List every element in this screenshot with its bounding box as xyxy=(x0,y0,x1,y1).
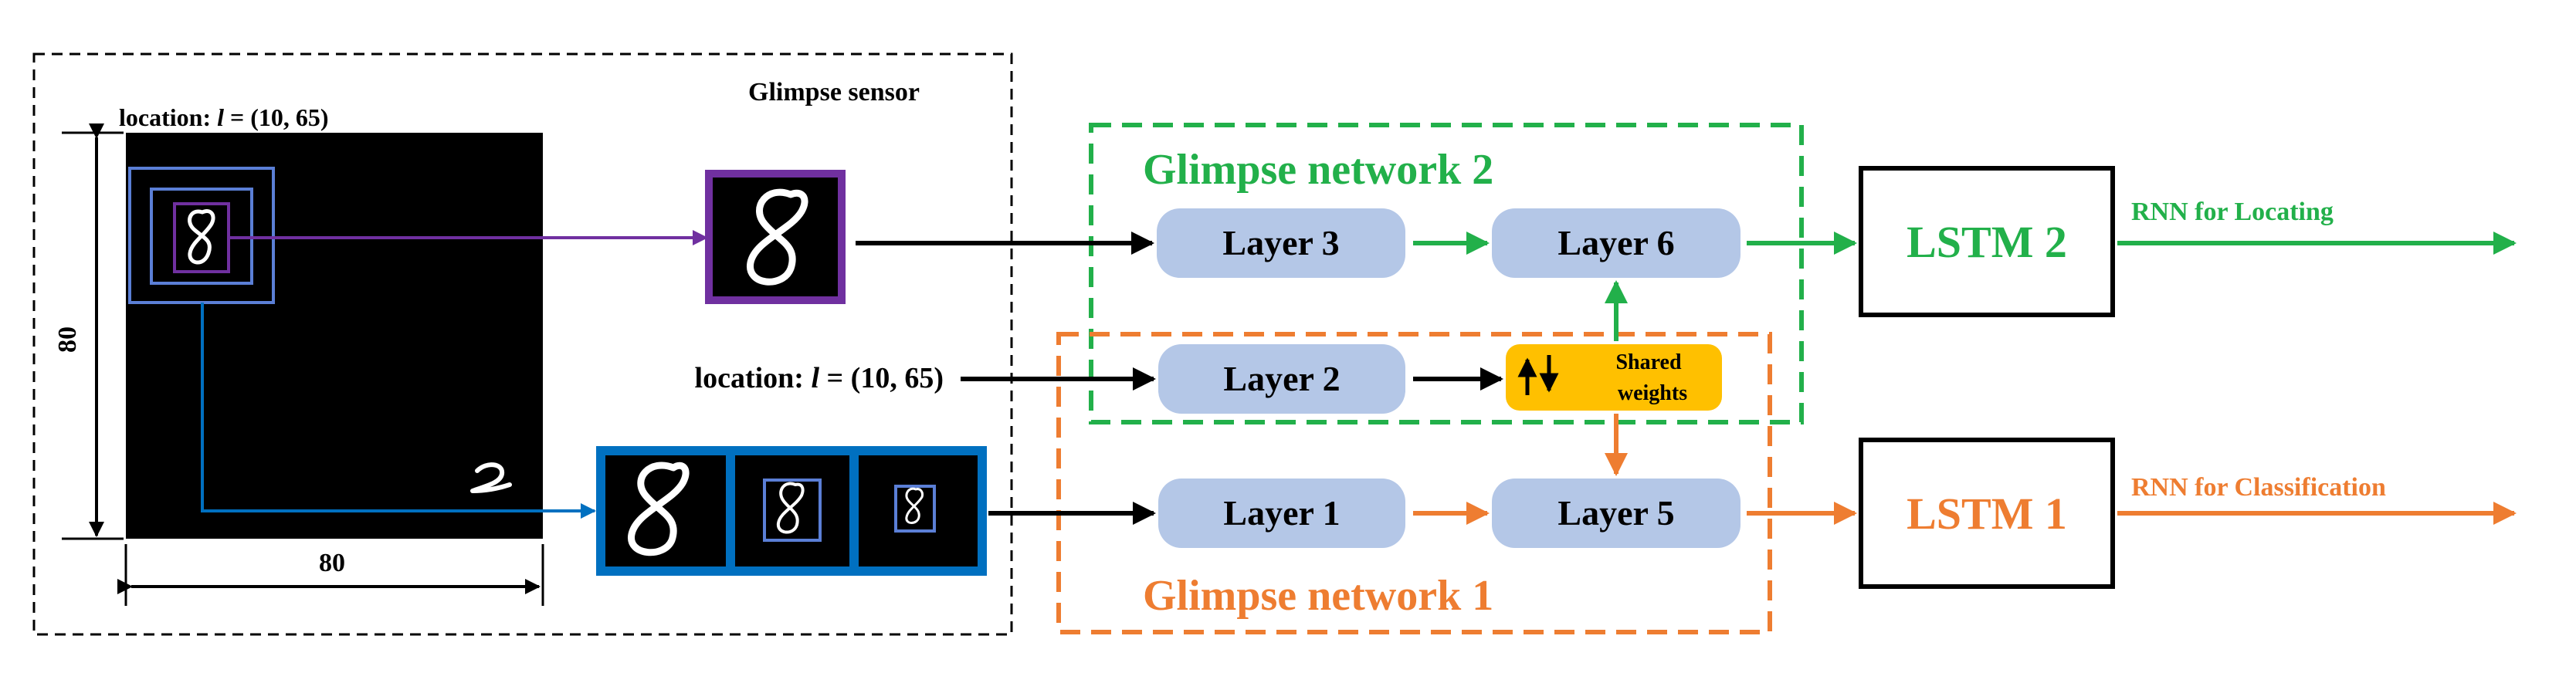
glimpse-sensor-title: Glimpse sensor xyxy=(748,78,920,107)
glimpse-network-1-frame xyxy=(1056,332,1772,634)
multiscale-patch-3-inner-box xyxy=(894,485,936,533)
svg-text:LSTM 1: LSTM 1 xyxy=(1907,489,2067,539)
svg-text:Layer 2: Layer 2 xyxy=(1223,359,1340,398)
height-label: 80 xyxy=(53,326,82,353)
digit-two xyxy=(470,462,512,493)
sensor-location-label: location: l = (10, 65) xyxy=(119,103,329,131)
glimpse-sensor-frame xyxy=(32,52,1013,636)
glimpse-network-1-label: Glimpse network 1 xyxy=(1143,572,1493,620)
lstm-1-node: LSTM 1 xyxy=(1859,438,2115,589)
shared-weights-line-2: weights xyxy=(1618,381,1687,405)
svg-text:Layer 5: Layer 5 xyxy=(1557,493,1674,533)
lstm-2-node: LSTM 2 xyxy=(1859,166,2115,317)
digit-eight-small xyxy=(188,209,215,265)
svg-text:Layer 3: Layer 3 xyxy=(1222,223,1339,262)
digit-eight-patch-1 xyxy=(628,462,690,556)
glimpse-network-2-label: Glimpse network 2 xyxy=(1143,146,1493,194)
blue-multiscale-arrow xyxy=(201,303,596,519)
input-location-label: location: l = (10, 65) xyxy=(695,362,944,394)
layer-2-node: Layer 2 xyxy=(1158,344,1405,414)
input-image xyxy=(126,133,543,539)
svg-text:LSTM 2: LSTM 2 xyxy=(1907,217,2067,267)
up-down-arrows-icon xyxy=(1517,355,1559,395)
digit-eight-glimpse xyxy=(747,188,808,286)
shared-weights-line-1: Shared xyxy=(1615,350,1681,374)
output-label-locating: RNN for Locating xyxy=(2131,198,2334,226)
glimpse-network-2-frame xyxy=(1089,123,1804,424)
output-label-classification: RNN for Classification xyxy=(2131,473,2386,502)
layer-1-node: Layer 1 xyxy=(1158,479,1405,548)
shared-weights-node: Shared weights xyxy=(1506,344,1722,411)
width-label: 80 xyxy=(319,549,345,577)
multiscale-patch-2-inner-box xyxy=(763,479,822,542)
svg-text:Layer 6: Layer 6 xyxy=(1557,223,1674,262)
layer-6-node: Layer 6 xyxy=(1492,208,1740,278)
digit-eight-patch-3 xyxy=(905,487,924,524)
layer-3-node: Layer 3 xyxy=(1157,208,1405,278)
digit-eight-patch-2 xyxy=(776,482,805,534)
layer-5-node: Layer 5 xyxy=(1492,479,1740,548)
svg-text:Layer 1: Layer 1 xyxy=(1223,493,1340,533)
